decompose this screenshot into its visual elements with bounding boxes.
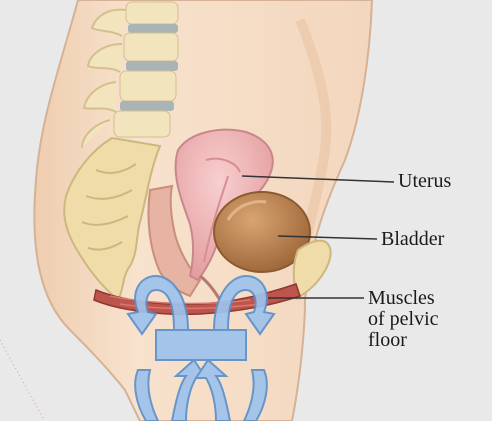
vertebra	[114, 111, 170, 137]
label-line: Muscles	[368, 288, 439, 309]
vertebra	[124, 33, 178, 61]
vertebra	[126, 2, 178, 24]
spinal-disc	[120, 101, 174, 111]
vertebra	[120, 71, 176, 101]
spinal-disc	[128, 24, 178, 33]
pelvic-floor-muscles-label: Muscles of pelvic floor	[368, 288, 439, 351]
bladder-label: Bladder	[381, 229, 444, 250]
uterus-label: Uterus	[398, 171, 451, 192]
label-line: of pelvic	[368, 309, 439, 330]
central-block	[156, 330, 246, 360]
label-line: floor	[368, 330, 439, 351]
spinal-disc	[126, 61, 178, 71]
